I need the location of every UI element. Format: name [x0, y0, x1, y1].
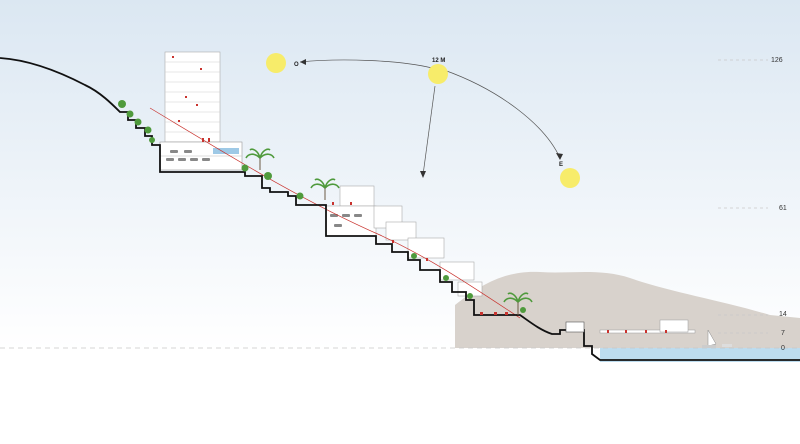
- elevation-label: 0: [781, 345, 785, 352]
- sun-noon-icon: [428, 64, 448, 84]
- tower-accents: [172, 56, 202, 122]
- terrace-unit: [325, 205, 377, 237]
- pier-pavilion: [659, 319, 689, 333]
- sun-label-west: O: [294, 62, 299, 68]
- tower-outline: [164, 51, 221, 143]
- palm-icon: [245, 148, 275, 170]
- elevation-label: 61: [779, 205, 787, 212]
- sun-west-icon: [266, 53, 286, 73]
- tree-icon: [241, 164, 249, 172]
- waterfront: [565, 319, 732, 348]
- arrow-down-icon: [420, 171, 426, 178]
- tower-building: [164, 51, 221, 143]
- tree-icon: [118, 100, 126, 108]
- palm-icon: [503, 292, 533, 315]
- level-lines: [718, 59, 768, 334]
- tree-icon: [134, 118, 142, 126]
- elevation-label: 126: [771, 57, 783, 64]
- terrace-accents: [202, 138, 508, 315]
- tree-icon: [264, 172, 272, 180]
- elevation-labels: 126 61 14 7 0: [771, 57, 787, 352]
- suns: [266, 53, 580, 188]
- terraced-buildings: [325, 185, 483, 297]
- boat-hull: [702, 345, 716, 348]
- sun-label-noon: 12 M: [432, 58, 445, 64]
- terrace-unit: [339, 185, 375, 207]
- pier-accents: [607, 330, 667, 333]
- waterfront-kiosk: [565, 321, 585, 333]
- tree-icon: [520, 307, 526, 313]
- tree-icon: [149, 137, 155, 143]
- palm-icon: [310, 178, 340, 200]
- pier-deck: [599, 329, 696, 334]
- terrain-profile: [0, 57, 800, 361]
- tree-icon: [296, 192, 304, 200]
- sun-path: [299, 59, 561, 176]
- tree-icon: [126, 110, 134, 118]
- sun-arc-west: [299, 59, 433, 69]
- upper-podium: [159, 141, 243, 171]
- sun-ray-noon: [422, 85, 436, 176]
- sun-label-east: E: [559, 162, 563, 168]
- arrow-east-icon: [556, 153, 563, 160]
- sea: [600, 348, 800, 362]
- cars: [166, 150, 210, 161]
- sun-arc-east: [443, 69, 561, 159]
- circulation-path: [149, 107, 521, 319]
- sun-east-icon: [560, 168, 580, 188]
- tree-icon: [144, 126, 152, 134]
- arrow-west-icon: [300, 59, 306, 65]
- terrace-unit: [385, 221, 417, 241]
- small-boat-icon: [722, 344, 732, 347]
- tree-icon: [443, 275, 449, 281]
- mid-cars: [330, 214, 362, 227]
- pool: [213, 148, 239, 154]
- elevation-label: 14: [779, 311, 787, 318]
- tree-icon: [411, 253, 417, 259]
- elevation-label: 7: [781, 330, 785, 337]
- vegetation: [118, 100, 533, 315]
- tower-floors: [165, 61, 220, 133]
- tree-icon: [467, 293, 473, 299]
- sun-path-arrows: [300, 59, 563, 178]
